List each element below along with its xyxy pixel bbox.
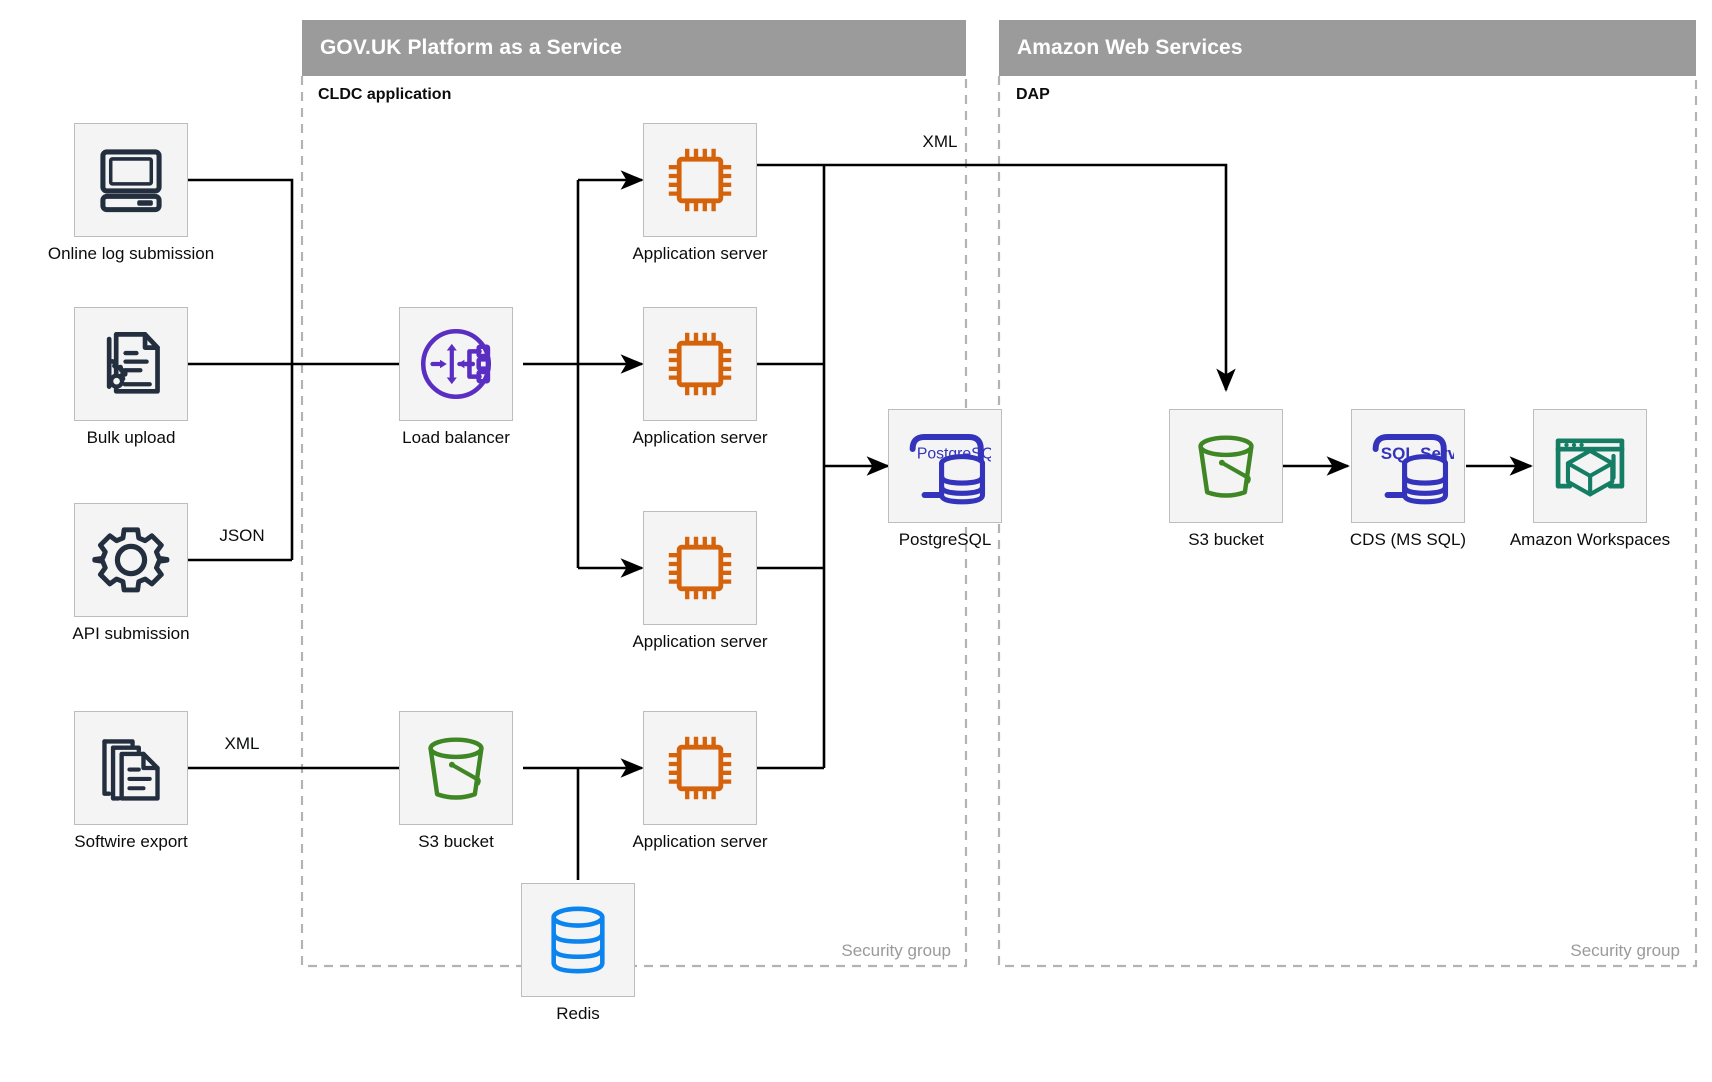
tile-softwire-export xyxy=(74,711,188,825)
node-label-app-server-4: Application server xyxy=(632,832,768,851)
tile-app-server-3 xyxy=(643,511,757,625)
edge-label-xml-softwire: XML xyxy=(224,734,260,753)
zone-title-aws: Amazon Web Services xyxy=(1017,36,1243,59)
sql-server-icon: SQL Server xyxy=(1362,423,1454,509)
tile-load-balancer xyxy=(399,307,513,421)
node-label-cds-ms-sql: CDS (MS SQL) xyxy=(1349,530,1467,549)
desktop-computer-icon xyxy=(92,141,170,219)
tile-s3-bucket-aws xyxy=(1169,409,1283,523)
zone-subtitle-dap: DAP xyxy=(1016,86,1050,103)
tile-online-log-submission xyxy=(74,123,188,237)
edge-online-log-to-bus xyxy=(178,178,294,560)
security-boundary-aws xyxy=(997,76,1698,968)
node-label-online-log-submission: Online log submission xyxy=(47,244,215,263)
cpu-chip-icon xyxy=(660,728,740,808)
tile-app-server-2 xyxy=(643,307,757,421)
node-label-app-server-2: Application server xyxy=(632,428,768,447)
tile-bulk-upload xyxy=(74,307,188,421)
gear-icon xyxy=(91,520,171,600)
node-label-api-submission: API submission xyxy=(72,624,190,643)
tile-postgresql: PostgreSQL xyxy=(888,409,1002,523)
load-balancer-icon xyxy=(414,322,498,406)
bucket-icon xyxy=(1185,425,1267,507)
database-cylinder-icon xyxy=(545,902,611,978)
node-label-bulk-upload: Bulk upload xyxy=(86,428,176,447)
security-group-label-paas: Security group xyxy=(841,941,951,960)
workspaces-icon xyxy=(1548,424,1632,508)
cpu-chip-icon xyxy=(660,528,740,608)
tile-app-server-1 xyxy=(643,123,757,237)
zone-title-paas: GOV.UK Platform as a Service xyxy=(320,36,622,59)
zone-header-aws: Amazon Web Services xyxy=(999,20,1696,76)
bucket-icon xyxy=(415,727,497,809)
zone-subtitle-cldc: CLDC application xyxy=(318,86,452,103)
security-group-label-aws: Security group xyxy=(1570,941,1680,960)
tile-api-submission xyxy=(74,503,188,617)
cpu-chip-icon xyxy=(660,324,740,404)
node-label-load-balancer: Load balancer xyxy=(402,428,510,447)
edge-label-json: JSON xyxy=(219,526,265,545)
node-label-postgresql: PostgreSQL xyxy=(898,530,992,549)
node-label-amazon-workspaces: Amazon Workspaces xyxy=(1509,530,1671,549)
cpu-chip-icon xyxy=(660,140,740,220)
tile-redis xyxy=(521,883,635,997)
node-label-softwire-export: Softwire export xyxy=(74,832,188,851)
document-gear-icon xyxy=(92,325,170,403)
node-label-s3-bucket-paas: S3 bucket xyxy=(418,832,494,851)
edge-label-xml-export: XML xyxy=(922,132,958,151)
node-label-app-server-3: Application server xyxy=(632,632,768,651)
zone-header-paas: GOV.UK Platform as a Service xyxy=(302,20,966,76)
edge-app1-xml-to-s3-aws xyxy=(756,163,1236,392)
postgresql-icon: PostgreSQL xyxy=(899,423,991,509)
tile-cds-ms-sql: SQL Server xyxy=(1351,409,1465,523)
tile-app-server-4 xyxy=(643,711,757,825)
document-stack-icon xyxy=(92,729,170,807)
tile-s3-bucket-paas xyxy=(399,711,513,825)
tile-amazon-workspaces xyxy=(1533,409,1647,523)
node-label-s3-bucket-aws: S3 bucket xyxy=(1188,530,1264,549)
node-label-app-server-1: Application server xyxy=(632,244,768,263)
node-label-redis: Redis xyxy=(556,1004,600,1023)
